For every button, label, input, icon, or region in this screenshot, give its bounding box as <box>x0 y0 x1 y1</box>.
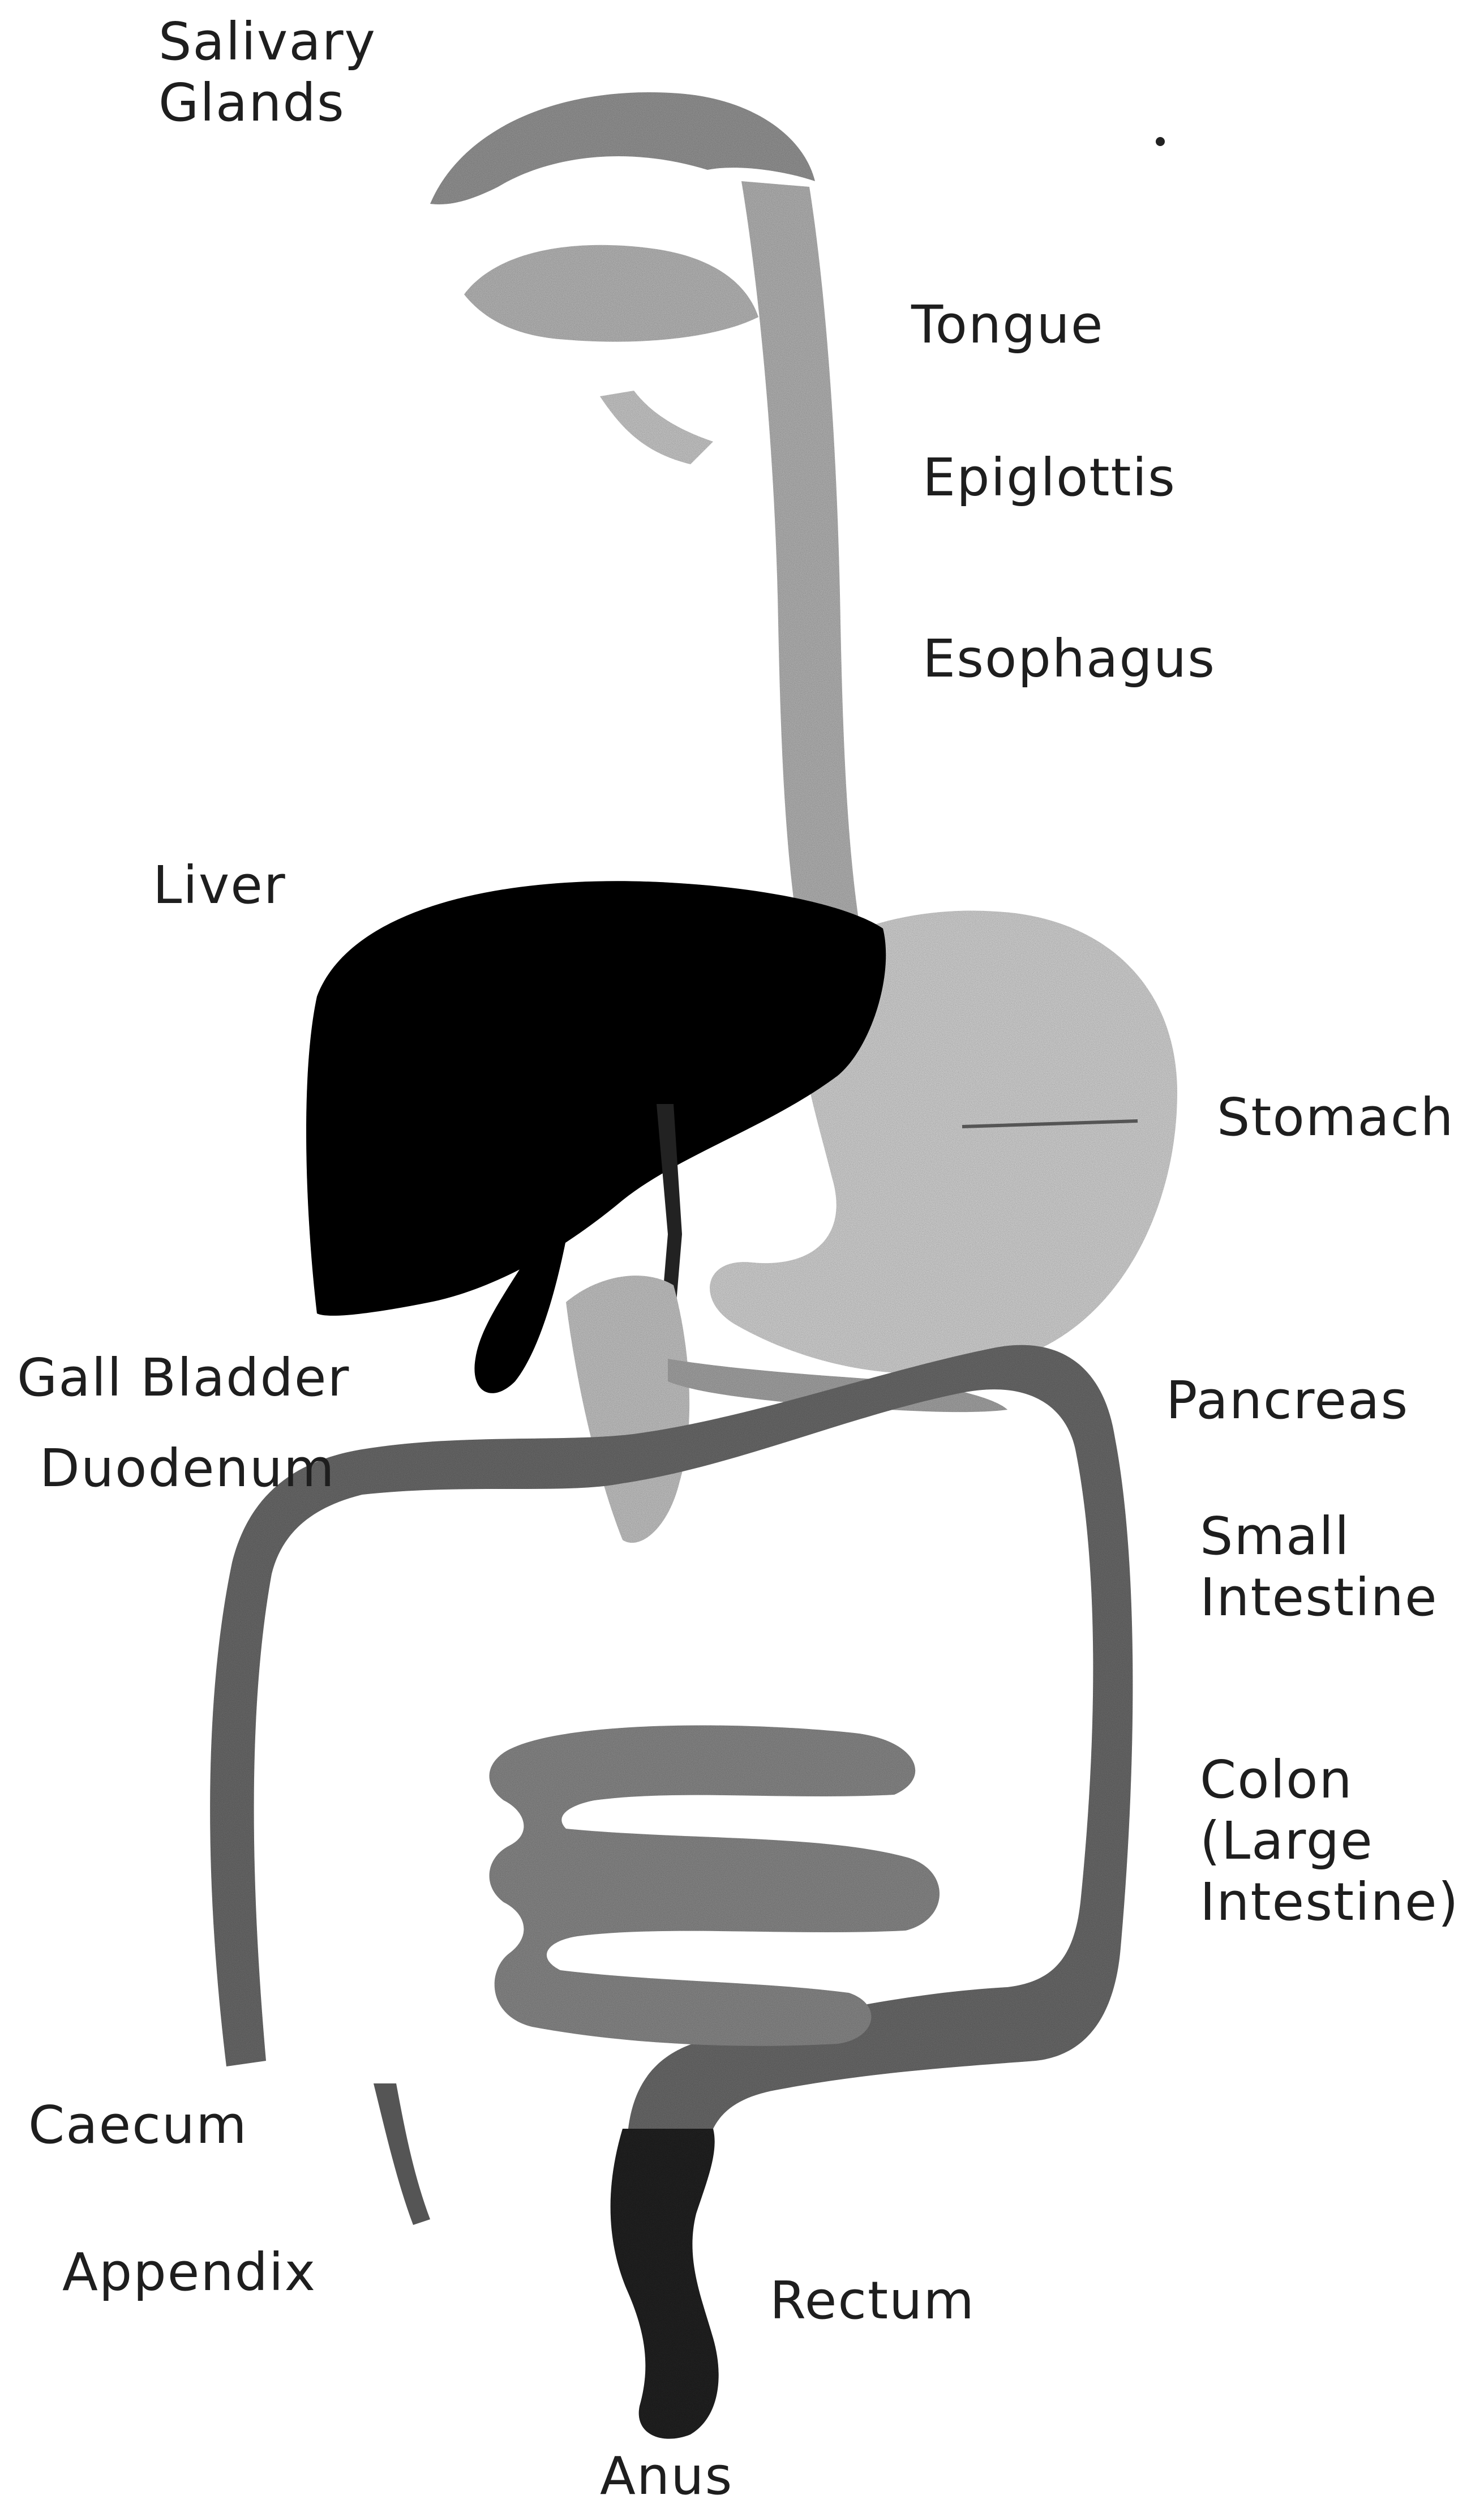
label-appendix: Appendix <box>62 2242 316 2303</box>
tongue-shape <box>464 245 758 342</box>
label-small-intestine: Small Intestine <box>1200 1506 1438 1628</box>
small-intestine-shape <box>490 1726 940 2046</box>
liver-shape <box>306 881 886 1316</box>
rectum-shape <box>611 2129 719 2439</box>
appendix-shape <box>374 2083 430 2225</box>
scan-speck <box>1156 137 1165 146</box>
label-liver: Liver <box>153 855 286 916</box>
label-pancreas: Pancreas <box>1166 1370 1409 1431</box>
label-epiglottis: Epiglottis <box>923 447 1176 508</box>
jaw-shape <box>600 391 713 464</box>
label-esophagus: Esophagus <box>923 628 1216 690</box>
label-duodenum: Duodenum <box>40 1438 336 1499</box>
duodenum-shape <box>566 1276 689 1543</box>
label-rectum: Rectum <box>770 2270 975 2331</box>
label-stomach: Stomach <box>1217 1087 1455 1148</box>
label-colon: Colon (Large Intestine) <box>1200 1749 1459 1933</box>
label-gall-bladder: Gall Bladder <box>17 1347 350 1409</box>
label-anus: Anus <box>600 2446 733 2507</box>
label-caecum: Caecum <box>28 2095 248 2156</box>
esophagus-shape <box>741 181 866 962</box>
label-tongue: Tongue <box>911 294 1104 356</box>
label-salivary-glands: Salivary Glands <box>158 11 376 134</box>
